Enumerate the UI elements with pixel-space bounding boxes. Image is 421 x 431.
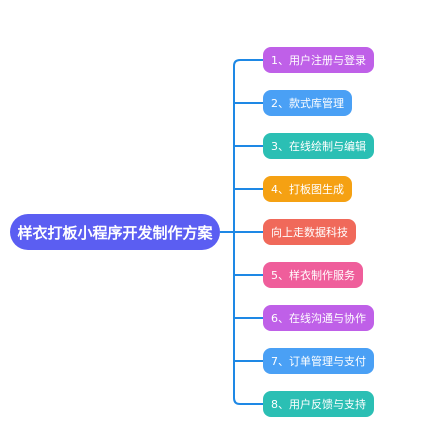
root-node[interactable]: 样衣打板小程序开发制作方案 xyxy=(10,214,220,250)
branch-node-3[interactable]: 3、在线绘制与编辑 xyxy=(263,133,374,159)
branch-node-8[interactable]: 8、用户反馈与支持 xyxy=(263,391,374,417)
branch-node-company[interactable]: 向上走数据科技 xyxy=(263,219,356,245)
branch-node-1[interactable]: 1、用户注册与登录 xyxy=(263,47,374,73)
branch-node-5[interactable]: 5、样衣制作服务 xyxy=(263,262,363,288)
branch-node-7[interactable]: 7、订单管理与支付 xyxy=(263,348,374,374)
branch-node-2[interactable]: 2、款式库管理 xyxy=(263,90,352,116)
branch-node-4[interactable]: 4、打板图生成 xyxy=(263,176,352,202)
branch-node-6[interactable]: 6、在线沟通与协作 xyxy=(263,305,374,331)
